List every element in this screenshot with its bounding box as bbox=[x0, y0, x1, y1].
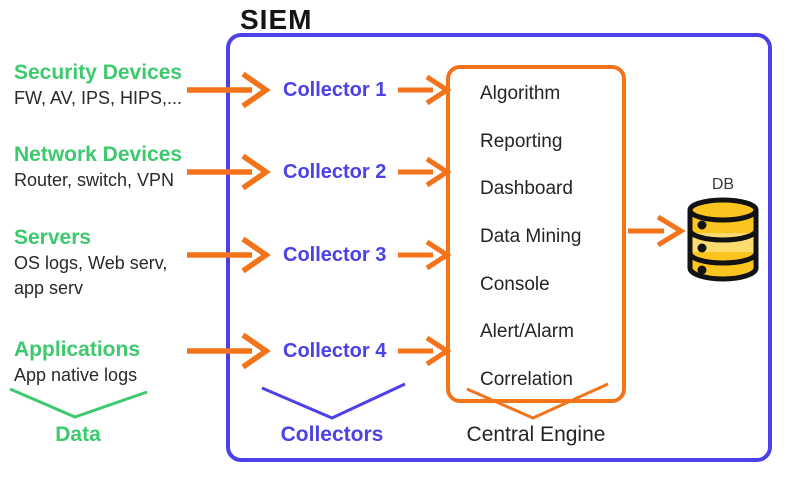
source-label: Servers bbox=[14, 226, 92, 249]
data-group-brace-icon bbox=[9, 387, 148, 419]
engine-item-alert-alarm: Alert/Alarm bbox=[480, 321, 574, 343]
database-icon bbox=[687, 197, 759, 282]
db-label: DB bbox=[711, 176, 735, 193]
data-group-label: Data bbox=[55, 423, 101, 446]
source-group-security-devices: Security Devices FW, AV, IPS, HIPS,... bbox=[14, 61, 182, 111]
collectors-group-label: Collectors bbox=[280, 423, 384, 446]
central-engine-box: Algorithm Reporting Dashboard Data Minin… bbox=[446, 65, 626, 403]
source-sublabel: App native logs bbox=[14, 365, 138, 385]
source-label: Applications bbox=[14, 338, 141, 361]
engine-item-reporting: Reporting bbox=[480, 130, 563, 152]
source-label: Security Devices bbox=[14, 61, 183, 84]
source-sublabel: Router, switch, VPN bbox=[14, 170, 175, 190]
collector-2-label: Collector 2 bbox=[283, 161, 387, 183]
central-engine-group-label: Central Engine bbox=[466, 423, 606, 446]
engine-item-correlation: Correlation bbox=[480, 368, 573, 390]
collector-4-label: Collector 4 bbox=[283, 340, 387, 362]
source-sublabel: FW, AV, IPS, HIPS,... bbox=[14, 88, 183, 108]
source-sublabel: OS logs, Web serv, app serv bbox=[14, 253, 168, 298]
engine-item-console: Console bbox=[480, 273, 550, 295]
engine-item-dashboard: Dashboard bbox=[480, 178, 573, 200]
source-group-servers: Servers OS logs, Web serv, app serv bbox=[14, 226, 167, 301]
engine-item-algorithm: Algorithm bbox=[480, 83, 561, 104]
engine-item-data-mining: Data Mining bbox=[480, 225, 582, 247]
source-group-network-devices: Network Devices Router, switch, VPN bbox=[14, 143, 182, 193]
source-group-applications: Applications App native logs bbox=[14, 338, 140, 388]
collector-1-label: Collector 1 bbox=[283, 79, 387, 101]
siem-boundary-box bbox=[226, 33, 772, 462]
collector-3-label: Collector 3 bbox=[283, 244, 387, 266]
source-label: Network Devices bbox=[14, 143, 183, 166]
diagram-title: SIEM bbox=[240, 4, 313, 35]
